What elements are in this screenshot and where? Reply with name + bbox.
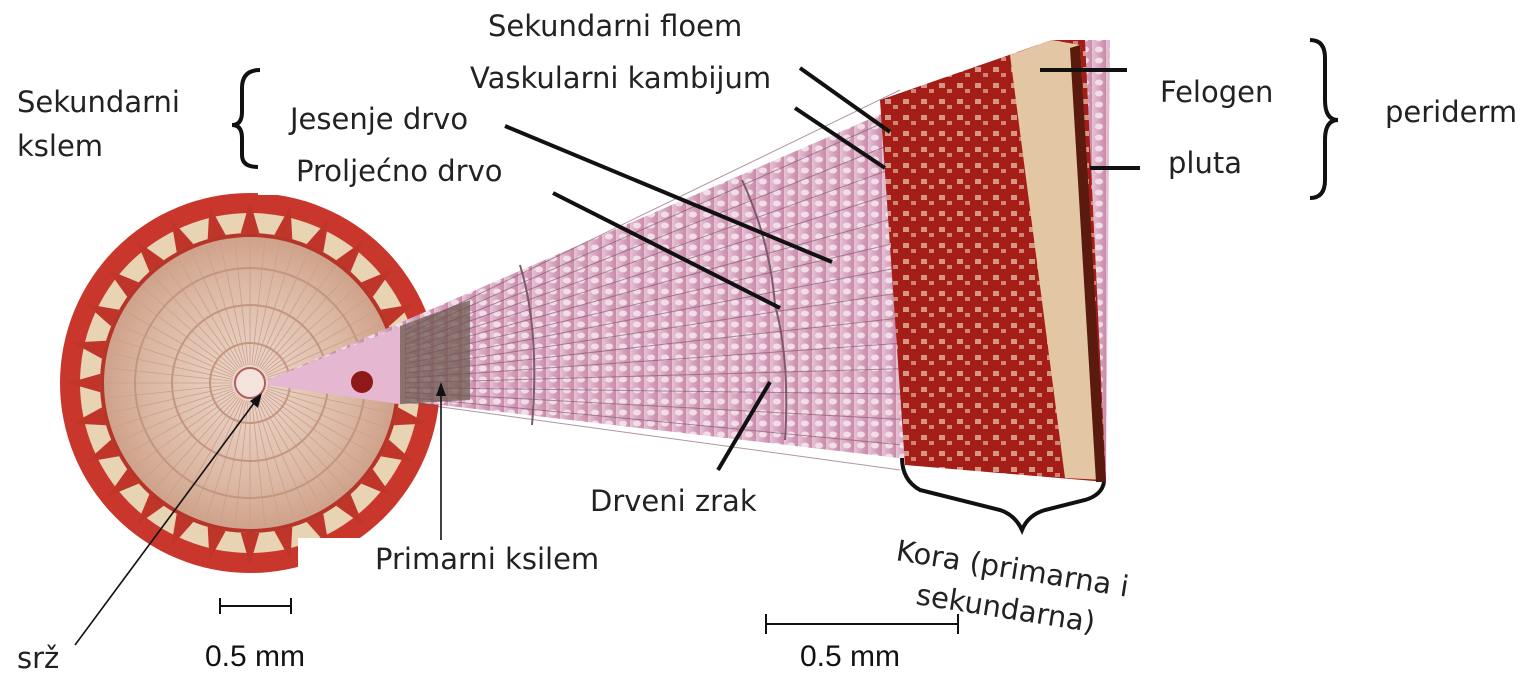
scale-bar-right xyxy=(766,614,958,634)
scale-bar-left xyxy=(220,598,291,614)
brace-sekundarni-kslem xyxy=(232,70,260,167)
label-felogen: Felogen xyxy=(1160,75,1273,109)
label-proljecno-drvo: Proljećno drvo xyxy=(296,154,502,188)
label-srz: srž xyxy=(17,641,59,675)
scale-label-right: 0.5 mm xyxy=(800,640,900,673)
label-sekundarni-kslem-1: Sekundarni xyxy=(17,85,180,119)
label-vaskularni-kambijum: Vaskularni kambijum xyxy=(470,61,771,95)
label-primarni-ksilem: Primarni ksilem xyxy=(375,542,599,576)
label-pluta: pluta xyxy=(1168,146,1242,180)
label-periderm: periderm xyxy=(1385,95,1517,129)
label-sekundarni-kslem-2: kslem xyxy=(17,129,103,163)
pith xyxy=(235,368,265,398)
scale-label-left: 0.5 mm xyxy=(205,640,305,673)
label-sekundarni-floem: Sekundarni floem xyxy=(488,9,742,43)
brace-periderm xyxy=(1310,40,1338,198)
label-mask xyxy=(298,538,368,580)
wedge-pith-cell xyxy=(351,371,373,393)
label-drveni-zrak: Drveni zrak xyxy=(590,484,757,518)
label-jesenje-drvo: Jesenje drvo xyxy=(288,102,468,136)
